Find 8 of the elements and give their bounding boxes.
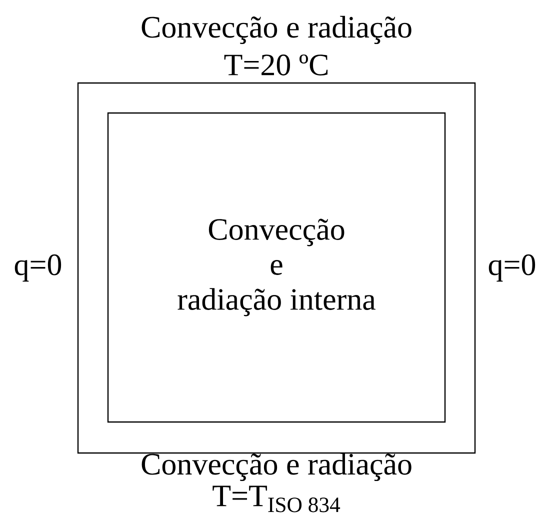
boundary-label: q=0 (488, 254, 536, 282)
boundary-label: q=0 (14, 254, 62, 282)
boundary-label: T=20 ºC (224, 54, 328, 76)
outer-box (77, 82, 476, 454)
boundary-label: T=T$_{ISO 834}$ (212, 486, 340, 512)
process-box: Convecção e radiação interna (107, 112, 446, 423)
boundary-label: Convecção e radiação (142, 16, 412, 44)
boundary-label: Convecção e radiação (142, 452, 412, 482)
